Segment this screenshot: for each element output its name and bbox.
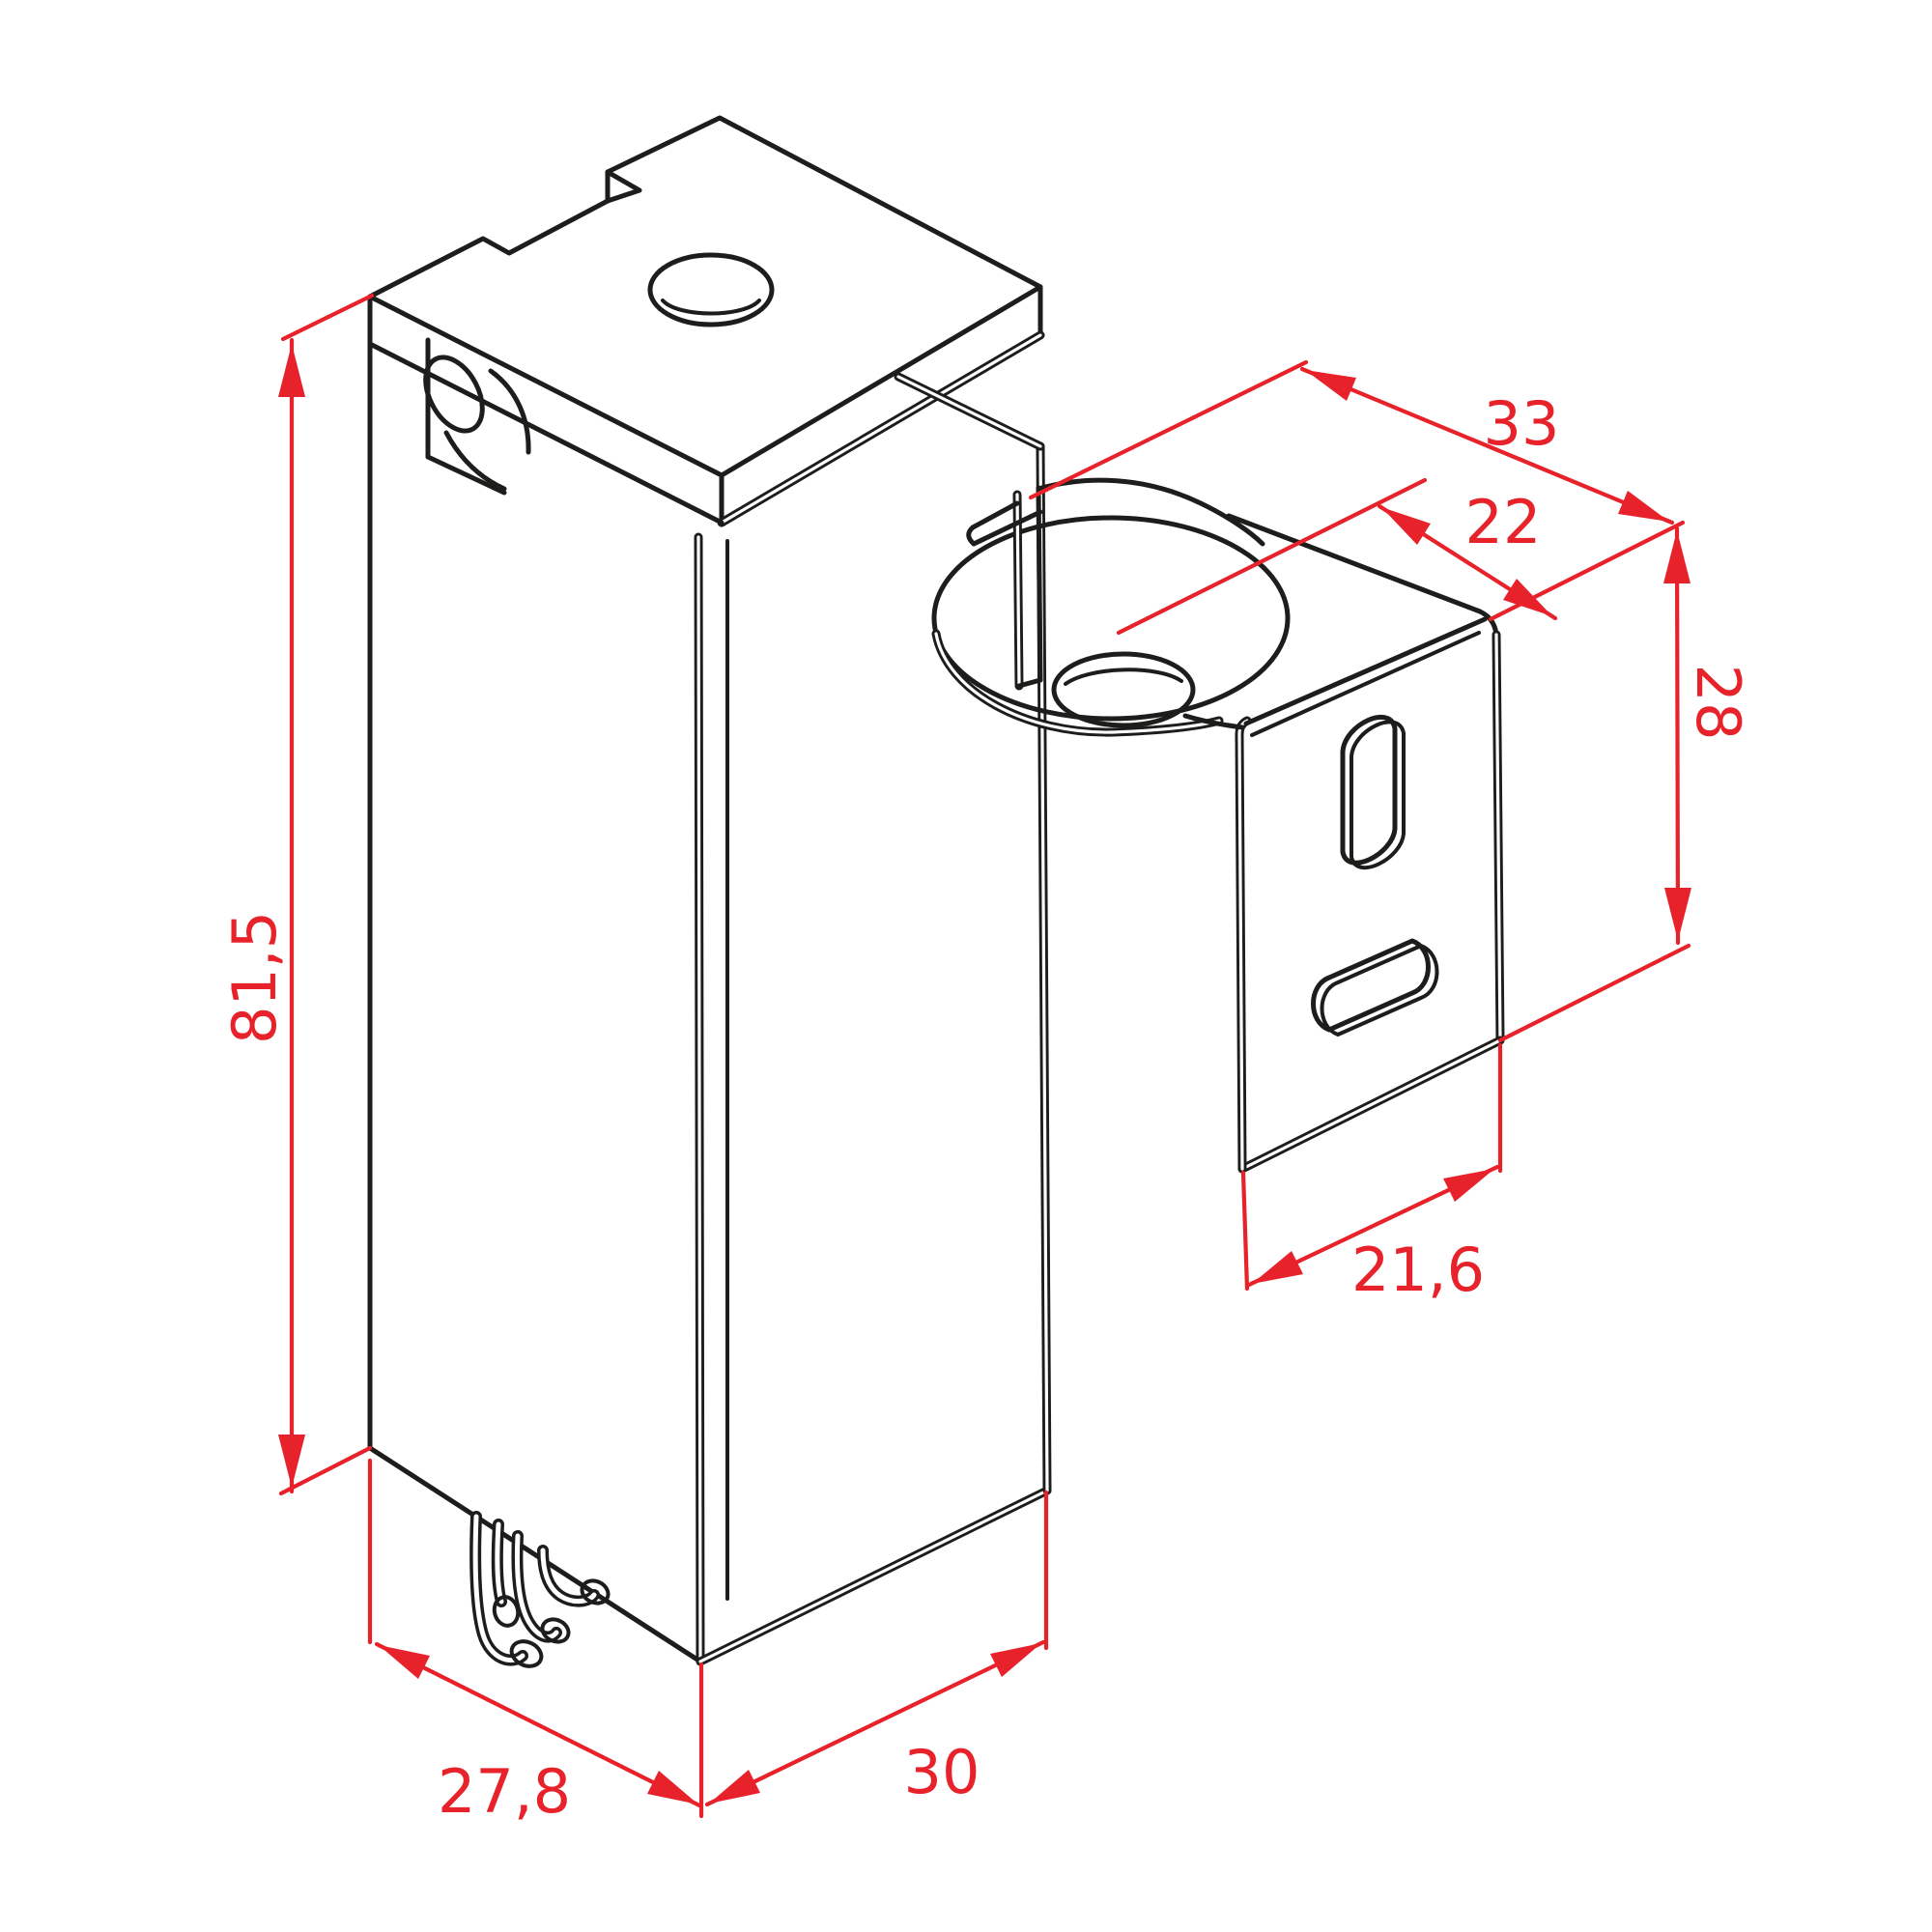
dim-hole-offset: 22 [1116, 477, 1558, 636]
body-bottom-right-core [698, 1489, 1049, 1663]
clip-arm-edge [1036, 477, 1265, 547]
dim-hole-offset-label: 22 [1465, 487, 1542, 557]
bracket-disc [931, 515, 1291, 722]
body-front-edge-core [696, 535, 702, 1663]
wire-curls [469, 1511, 611, 1668]
dim-width-label: 30 [904, 1737, 980, 1807]
dim-face-height-label: 28 [1683, 665, 1753, 741]
plate-hole [647, 252, 775, 327]
dim-bottom-width-label: 21,6 [1351, 1235, 1485, 1305]
wall-slot-vertical-inner [1350, 720, 1406, 870]
dim-top-width: 33 [1028, 359, 1686, 622]
clip-tab [966, 485, 1043, 691]
dim-bottom-width: 21,6 [1240, 1042, 1503, 1305]
dim-depth-label: 27,8 [438, 1756, 571, 1827]
plate-hole-inner-edge [661, 298, 761, 316]
disc-hole [1051, 651, 1196, 728]
left-part [367, 115, 1052, 1668]
cable-channel [423, 337, 531, 496]
dim-top-width-label: 33 [1484, 388, 1560, 459]
dimension-annotations: 81,5 27,8 30 33 [219, 293, 1753, 1827]
body-bottom-left-edge [367, 1445, 703, 1664]
wall-slot-horizontal [1311, 938, 1431, 1033]
dim-depth: 27,8 [367, 1458, 702, 1827]
dim-face-height: 28 [1497, 526, 1753, 1043]
dim-height-label: 81,5 [219, 911, 290, 1044]
dim-width: 30 [704, 1490, 1049, 1807]
right-part [931, 477, 1505, 1174]
disc-hole-inner-edge [1064, 668, 1183, 686]
plate-bottom-edge-core [720, 333, 1042, 525]
dim-height: 81,5 [219, 293, 375, 1496]
top-plate-face [367, 115, 1043, 478]
plate-bottom-edge-left [367, 341, 724, 526]
body-top-right-core [896, 375, 1042, 448]
bracket-wall [1182, 616, 1505, 1174]
wall-slot-vertical [1340, 715, 1398, 866]
wall-slot-horizontal-inner [1320, 944, 1439, 1037]
top-plate-notch-wedge [605, 169, 642, 204]
